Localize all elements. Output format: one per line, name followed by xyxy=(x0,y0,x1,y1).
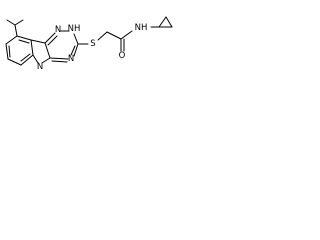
bond-isopropyl-methyl-right xyxy=(14,19,24,26)
atom-label-n-triazine-lower: N xyxy=(68,54,74,64)
bond-isopropyl-to-ring xyxy=(14,24,18,37)
atom-label-o-carbonyl: O xyxy=(119,51,126,61)
bond-s-to-ch2 xyxy=(97,31,108,41)
bond-cyclopropyl-2 xyxy=(165,16,173,28)
atom-label-nh-ring: NH xyxy=(68,24,81,34)
atom-label-n-indole: N xyxy=(37,62,43,72)
bond-triazine-4-double xyxy=(70,45,76,56)
bond-benzene-double-3 xyxy=(8,45,11,58)
bond-triazine-5-double xyxy=(51,60,68,63)
bond-triazine-1-double xyxy=(47,35,58,46)
bond-benzene-3 xyxy=(20,54,34,66)
bond-benzene-2 xyxy=(30,39,34,56)
bond-benzene-6 xyxy=(5,35,18,45)
bond-triazine-5 xyxy=(49,57,69,60)
atom-labels: NH O S NH N N N xyxy=(37,23,148,72)
bond-triazine-4 xyxy=(73,43,79,57)
bond-pyrrole-2 xyxy=(44,42,51,59)
atom-label-n-amide: NH xyxy=(135,23,148,33)
atom-label-s: S xyxy=(90,39,95,49)
bond-carbonyl-to-n xyxy=(120,30,133,40)
bond-ch2-to-carbonyl xyxy=(106,31,122,40)
bond-cyclopropyl-1 xyxy=(158,16,167,28)
bond-benzene-4 xyxy=(7,58,22,66)
bond-benzene-double-1 xyxy=(18,39,30,44)
bond-pyrrole-1 xyxy=(30,39,46,44)
bond-pyrrole-3 xyxy=(41,57,51,64)
bond-benzene-1 xyxy=(16,35,32,41)
bond-benzene-5 xyxy=(5,43,9,60)
bond-triazine-3 xyxy=(73,33,79,45)
bond-pyrrole-4 xyxy=(32,54,39,64)
bond-triazine-1 xyxy=(44,32,56,44)
atom-label-n-triazine-left: N xyxy=(55,25,61,35)
bond-isopropyl-methyl-left xyxy=(6,19,16,26)
bond-benzene-double-2 xyxy=(20,53,31,62)
structure-diagram: NH O S NH N N N xyxy=(5,16,173,72)
bonds xyxy=(5,16,173,66)
